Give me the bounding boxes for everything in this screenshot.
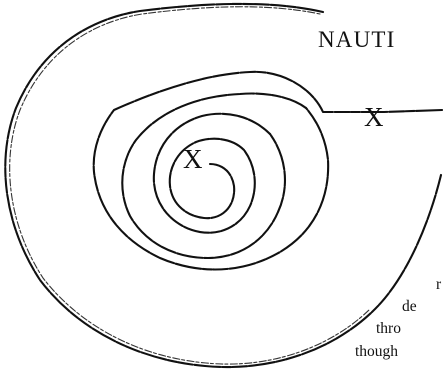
text-line-4: though <box>355 343 398 360</box>
spiral-outer-whorl-trace <box>9 6 370 365</box>
text-line-2: de <box>402 298 417 315</box>
figure-title: NAUTI <box>318 27 396 52</box>
spiral-core-whorl <box>168 137 246 220</box>
spiral-third-whorl <box>121 92 308 260</box>
text-line-3: thro <box>376 320 401 337</box>
spiral-inner-whorl <box>152 112 272 234</box>
text-line-1: r <box>436 276 442 293</box>
outer-chamber-marker: X <box>364 102 384 132</box>
spiral-outer-whorl <box>4 2 443 369</box>
center-chamber-marker: X <box>183 144 203 174</box>
spiral-second-whorl <box>92 70 443 271</box>
